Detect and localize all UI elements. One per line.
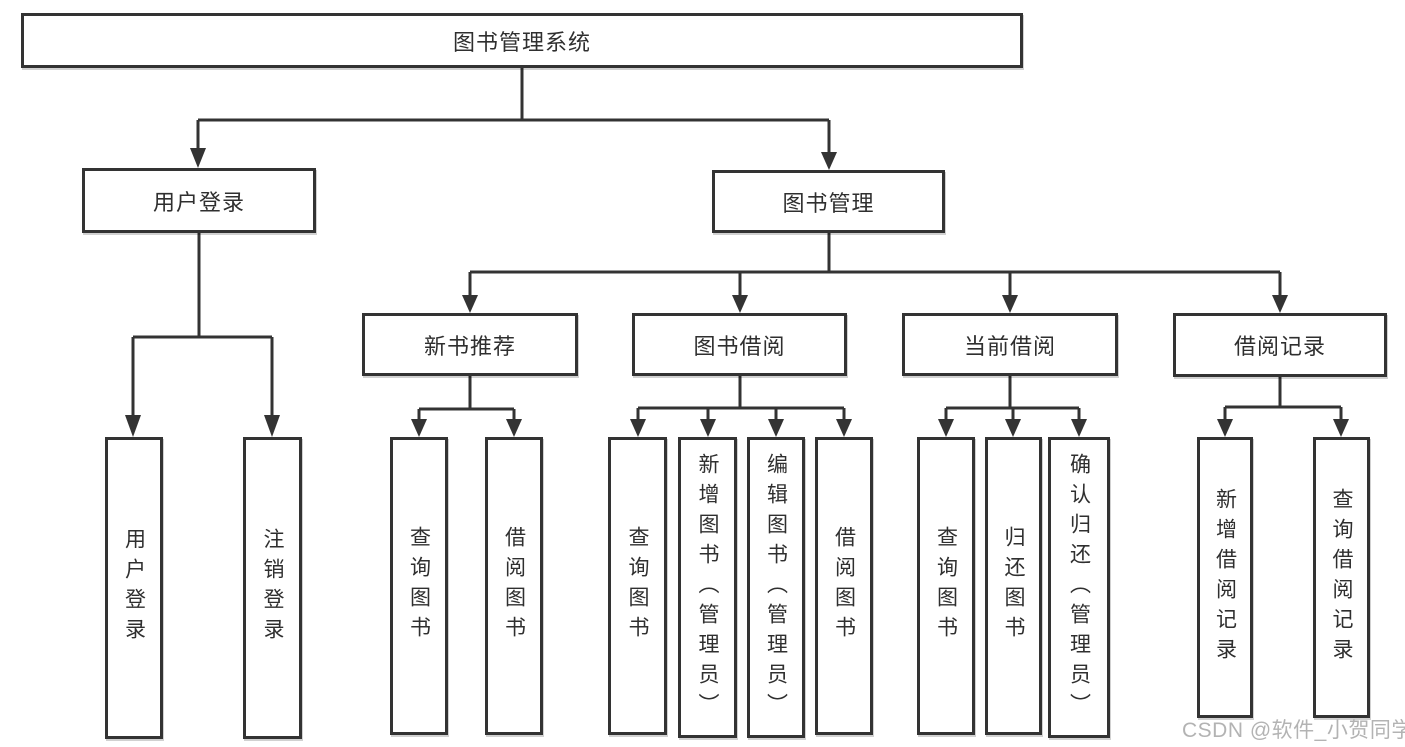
node-book-borrowing-label: 图书借阅 xyxy=(693,333,786,359)
node-current-borrowing: 当前借阅 xyxy=(902,313,1118,376)
leaf-add-borrow-record: 新增借阅记录 xyxy=(1197,437,1253,718)
node-book-management: 图书管理 xyxy=(712,170,945,233)
leaf-recommend-borrow-books: 借阅图书 xyxy=(485,437,543,735)
leaf-add-borrow-record-label: 新增借阅记录 xyxy=(1213,487,1237,668)
node-root-system: 图书管理系统 xyxy=(21,13,1023,68)
leaf-confirm-return-admin-label: 确认归还（管理员） xyxy=(1067,452,1091,723)
leaf-logout-label: 注销登录 xyxy=(261,528,284,648)
node-user-login: 用户登录 xyxy=(82,168,316,233)
leaf-current-query-books-label: 查询图书 xyxy=(934,526,958,646)
node-book-management-label: 图书管理 xyxy=(782,190,875,216)
leaf-confirm-return-admin: 确认归还（管理员） xyxy=(1048,437,1110,738)
leaf-recommend-query-books-label: 查询图书 xyxy=(407,526,431,646)
leaf-current-query-books: 查询图书 xyxy=(917,437,975,735)
leaf-borrowing-query-books: 查询图书 xyxy=(608,437,667,735)
leaf-recommend-borrow-books-label: 借阅图书 xyxy=(502,526,526,646)
leaf-borrowing-borrow-books-label: 借阅图书 xyxy=(832,526,856,646)
leaf-logout: 注销登录 xyxy=(243,437,302,739)
leaf-borrowing-borrow-books: 借阅图书 xyxy=(815,437,873,735)
node-new-book-recommend: 新书推荐 xyxy=(362,313,578,376)
leaf-edit-books-admin-label: 编辑图书（管理员） xyxy=(764,452,788,723)
leaf-query-borrow-record: 查询借阅记录 xyxy=(1313,437,1370,718)
node-root-system-label: 图书管理系统 xyxy=(452,29,591,55)
leaf-return-books: 归还图书 xyxy=(985,437,1042,735)
csdn-watermark: CSDN @软件_小贺同学 xyxy=(1182,719,1405,742)
leaf-borrowing-query-books-label: 查询图书 xyxy=(626,526,649,646)
leaf-query-borrow-record-label: 查询借阅记录 xyxy=(1330,487,1353,668)
leaf-add-books-admin: 新增图书（管理员） xyxy=(678,437,737,738)
node-borrowing-records-label: 借阅记录 xyxy=(1233,334,1326,359)
node-new-book-recommend-label: 新书推荐 xyxy=(423,333,516,359)
node-book-borrowing: 图书借阅 xyxy=(632,313,847,376)
node-borrowing-records: 借阅记录 xyxy=(1173,313,1387,377)
leaf-user-login-label: 用户登录 xyxy=(122,528,146,648)
node-current-borrowing-label: 当前借阅 xyxy=(963,333,1056,359)
node-user-login-label: 用户登录 xyxy=(152,189,245,215)
leaf-add-books-admin-label: 新增图书（管理员） xyxy=(696,452,719,723)
leaf-user-login: 用户登录 xyxy=(105,437,163,739)
leaf-return-books-label: 归还图书 xyxy=(1002,526,1025,646)
leaf-edit-books-admin: 编辑图书（管理员） xyxy=(747,437,805,738)
leaf-recommend-query-books: 查询图书 xyxy=(390,437,448,735)
